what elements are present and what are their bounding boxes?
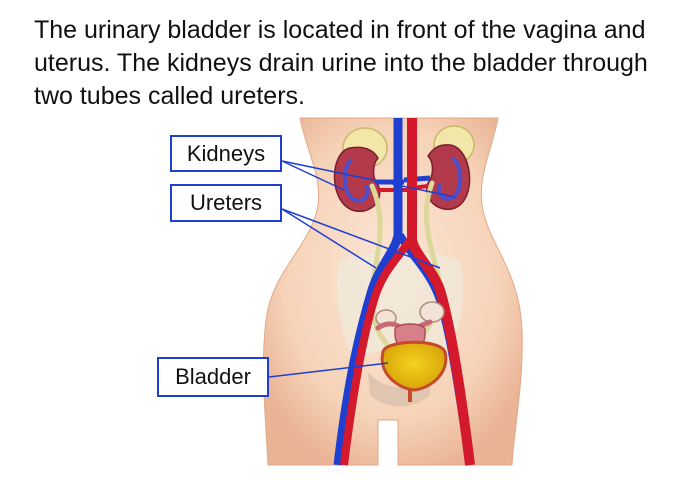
caption-text: The urinary bladder is located in front …	[34, 16, 648, 110]
leader-lines	[268, 160, 456, 378]
leader-ureters-right	[281, 208, 441, 269]
iliac-artery-left	[340, 237, 414, 466]
pubic-area	[368, 372, 432, 407]
leader-kidneys-left	[281, 160, 345, 191]
label-ureters: Ureters	[170, 184, 282, 222]
leader-bladder	[268, 362, 389, 378]
leader-ureters-left	[281, 208, 377, 269]
label-kidneys: Kidneys	[170, 135, 282, 172]
leader-kidneys-right	[281, 160, 456, 198]
ovary-right	[419, 301, 445, 323]
vena-cava	[333, 118, 403, 466]
kidney-left	[333, 146, 381, 213]
aorta	[407, 118, 475, 466]
bladder-shape	[380, 340, 448, 392]
label-bladder: Bladder	[157, 357, 269, 397]
kidney-right	[425, 144, 471, 211]
